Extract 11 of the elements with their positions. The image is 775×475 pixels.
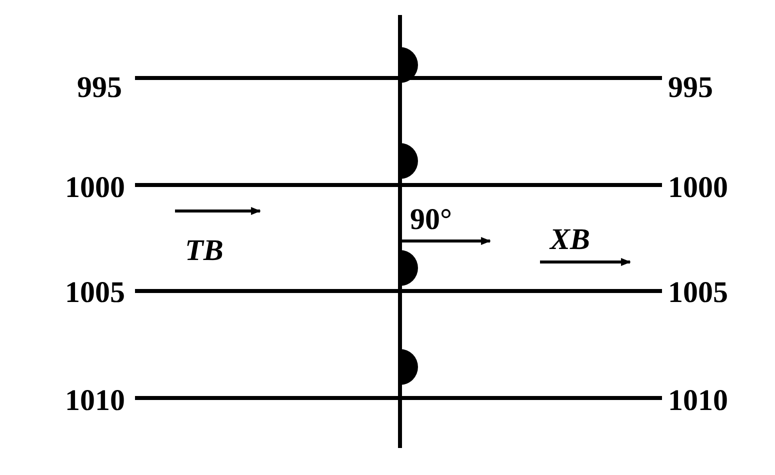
air-mass-label: XB xyxy=(550,225,590,255)
isobar-value: 1005 xyxy=(65,278,125,308)
angle-label: 90° xyxy=(410,205,452,235)
isobar-value: 1000 xyxy=(65,173,125,203)
isobar-value: 995 xyxy=(668,73,713,103)
isobar-value: 1000 xyxy=(668,173,728,203)
isobar-value: 1010 xyxy=(65,386,125,416)
isobar-value: 1010 xyxy=(668,386,728,416)
air-mass-label: TB xyxy=(185,236,224,266)
isobar-value: 1005 xyxy=(668,278,728,308)
isobar-value: 995 xyxy=(77,73,122,103)
